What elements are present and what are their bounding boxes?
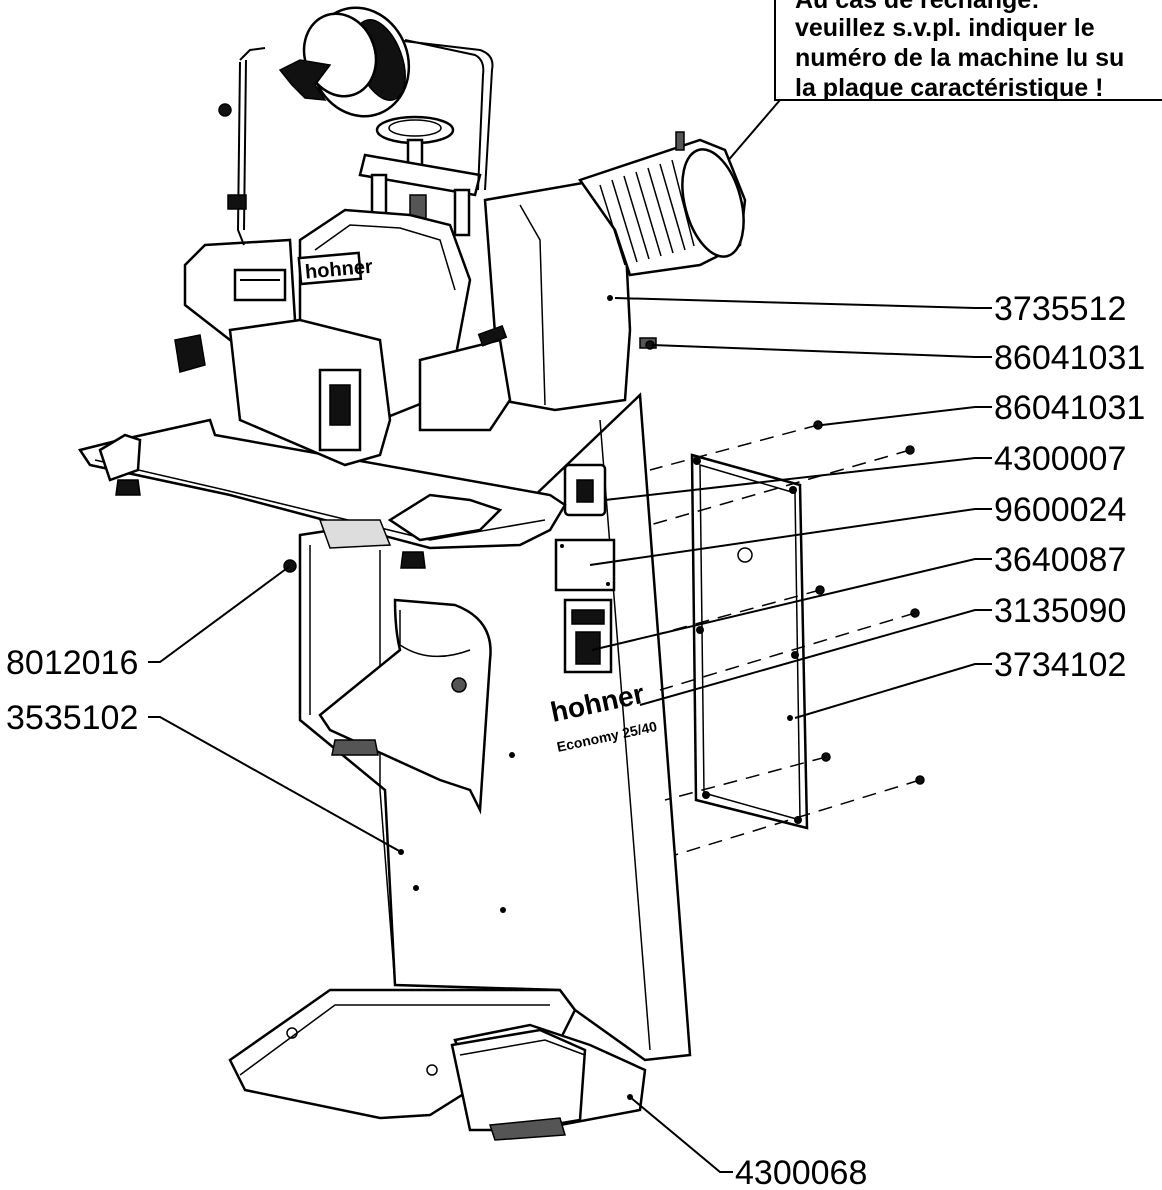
part-label-9600024: 9600024: [994, 491, 1126, 529]
plate-screw: [560, 544, 564, 548]
spool-star-knob: [278, 59, 332, 101]
leader-lines: [148, 297, 992, 1173]
wire-guide-arm: [236, 61, 245, 246]
column-side-line: [599, 419, 651, 1051]
part-label-4300007: 4300007: [994, 440, 1126, 478]
wire-guide-top: [239, 47, 266, 61]
part-label-3135090: 3135090: [994, 592, 1126, 630]
table-support: [318, 519, 392, 549]
part-label-3640087: 3640087: [994, 541, 1126, 579]
stitcher-driver-core: [329, 384, 351, 426]
part-label-3734102: 3734102: [994, 646, 1126, 684]
cover-hole: [737, 547, 753, 563]
part-label-86041031-a: 86041031: [994, 339, 1145, 377]
throat-edge: [399, 610, 471, 658]
table-edge: [94, 459, 546, 541]
warning-symbol: [575, 631, 601, 665]
cover-dot: [787, 715, 793, 721]
motor-fins: [599, 159, 695, 266]
part-label-4300068: 4300068: [735, 1154, 867, 1190]
motor-end-cap: [681, 148, 745, 258]
cover-screw-hole: [789, 486, 797, 494]
machine-column: hohner Economy 25/40: [228, 392, 692, 1120]
part-label-3735512: 3735512: [994, 290, 1126, 328]
cover-screw-hole: [791, 651, 799, 659]
foot-pedal: [450, 1023, 647, 1141]
stitching-head: hohner: [174, 6, 747, 467]
column-inner-line: [379, 550, 396, 986]
note-leader: [719, 99, 781, 171]
rear-cover-plate: [690, 453, 809, 830]
left-knob: [174, 334, 206, 373]
plate-screw: [606, 582, 610, 586]
handwheel-inner: [388, 119, 442, 137]
pedal-plate: [488, 1117, 566, 1141]
warning-label-band: [571, 609, 605, 625]
column-foot: [331, 739, 379, 756]
part-label-3535102: 3535102: [6, 699, 138, 737]
spool-frame-inner: [404, 39, 485, 191]
spool-frame: [394, 39, 494, 191]
cover-plate: [690, 453, 809, 830]
column-knob: [451, 677, 467, 693]
wire-guide-clamp: [227, 194, 247, 210]
column-edge: [639, 394, 691, 1056]
table-foot-right: [400, 551, 426, 569]
motor-pin: [675, 131, 685, 151]
note-box-border: [774, 0, 1162, 101]
base-plate-edge: [239, 1004, 550, 1076]
rating-plate: [554, 538, 616, 592]
switch-lever: [576, 479, 594, 503]
cover-screw-hole: [696, 626, 704, 634]
replacement-note: Au cas de rechange: veuillez s.v.pl. ind…: [715, 0, 1162, 178]
table-foot-left: [115, 479, 141, 496]
note-line-3: numéro de la machine lu su: [795, 44, 1124, 72]
part-labels: 3735512 86041031 86041031 4300007 960002…: [6, 290, 1145, 1190]
housing-edge: [519, 204, 546, 406]
head-crossbar: [358, 153, 482, 197]
cover-screw-hole: [794, 816, 802, 824]
table-guide-right: [387, 493, 503, 542]
pedal-cover-edge: [459, 1039, 586, 1056]
cover-screw-hole: [702, 791, 710, 799]
part-label-8012016: 8012016: [6, 644, 138, 682]
left-unit-panel: [233, 268, 287, 302]
head-body-edge: [314, 224, 456, 291]
housing-dot: [607, 295, 613, 301]
note-line-2: veuillez s.v.pl. indiquer le: [795, 14, 1095, 42]
head-column-right: [453, 188, 471, 237]
pedal-cover: [450, 1028, 587, 1132]
wire-guide-roller: [218, 103, 232, 117]
cover-screw-hole: [693, 457, 701, 465]
note-line-1: Au cas de rechange:: [795, 0, 1040, 14]
working-table: [77, 418, 567, 569]
column-dot: [413, 885, 419, 891]
base-hole: [286, 1027, 298, 1039]
column-dot: [500, 907, 506, 913]
column-throat: [318, 598, 492, 815]
note-line-4: la plaque caractéristique !: [795, 74, 1103, 102]
table-guide-left: [98, 433, 142, 482]
clamp-lever: [477, 324, 508, 347]
column-dot: [509, 752, 515, 758]
base-hole: [426, 1064, 438, 1076]
part-label-86041031-b: 86041031: [994, 389, 1145, 427]
